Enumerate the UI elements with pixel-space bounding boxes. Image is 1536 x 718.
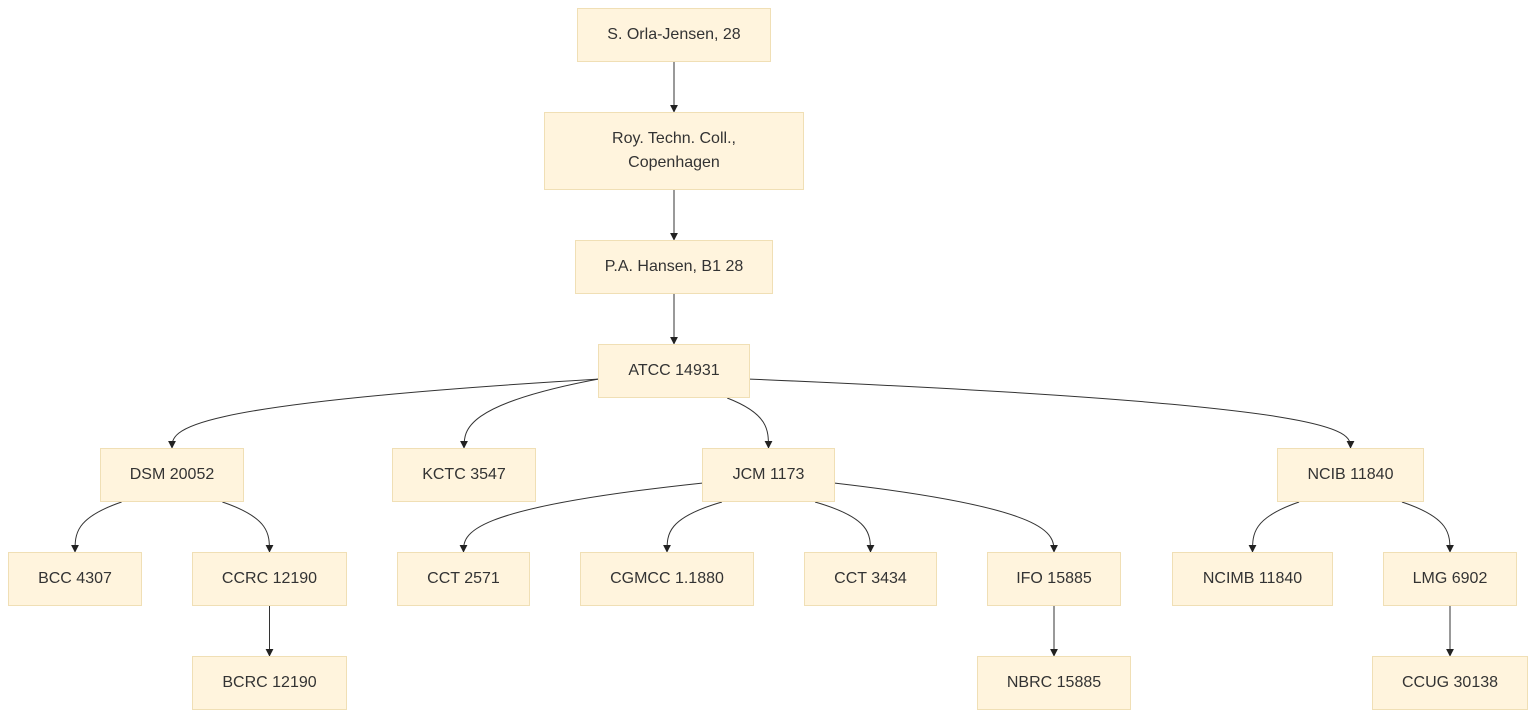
edge-jcm-to-ifo — [834, 482, 1058, 553]
edge-atcc-to-ncib — [749, 378, 1355, 449]
node-label: JCM 1173 — [732, 466, 805, 483]
node-label-line2: Copenhagen — [628, 154, 720, 171]
node-dsm: DSM 20052 — [100, 448, 244, 502]
node-label: BCRC 12190 — [222, 674, 317, 691]
node-ncib: NCIB 11840 — [1277, 448, 1424, 502]
node-ifo: IFO 15885 — [987, 552, 1121, 606]
node-label: NCIMB 11840 — [1202, 570, 1303, 587]
node-label: CCRC 12190 — [221, 570, 318, 587]
node-nbrc: NBRC 15885 — [977, 656, 1131, 710]
edge-jcm-to-cgmcc — [663, 501, 723, 553]
node-orla-jensen: S. Orla-Jensen, 28 — [577, 8, 771, 62]
node-label: LMG 6902 — [1412, 570, 1488, 587]
node-atcc: ATCC 14931 — [598, 344, 750, 398]
node-label: ATCC 14931 — [628, 362, 720, 379]
node-label: BCC 4307 — [38, 570, 112, 587]
edge-dsm-to-ccrc — [222, 501, 274, 553]
edge-atcc-to-dsm — [168, 378, 599, 449]
edge-dsm-to-bcc — [71, 501, 122, 553]
node-lmg: LMG 6902 — [1383, 552, 1517, 606]
node-label: CCT 3434 — [834, 570, 907, 587]
edge-jcm-to-cct3434 — [814, 501, 875, 553]
node-ncimb: NCIMB 11840 — [1172, 552, 1333, 606]
node-jcm: JCM 1173 — [702, 448, 835, 502]
node-label: P.A. Hansen, B1 28 — [604, 258, 744, 275]
node-label: CCUG 30138 — [1401, 674, 1499, 691]
edge-ncib-to-lmg — [1401, 501, 1454, 553]
node-bcrc: BCRC 12190 — [192, 656, 347, 710]
node-label: DSM 20052 — [129, 466, 215, 483]
edge-jcm-to-cct2571 — [459, 482, 703, 553]
node-ccrc: CCRC 12190 — [192, 552, 347, 606]
node-label: CGMCC 1.1880 — [610, 570, 724, 587]
edge-atcc-to-jcm — [727, 397, 773, 449]
node-ccug: CCUG 30138 — [1372, 656, 1528, 710]
edge-atcc-to-kctc — [460, 378, 599, 449]
node-label: IFO 15885 — [1016, 570, 1092, 587]
node-cgmcc: CGMCC 1.1880 — [580, 552, 754, 606]
node-roy-techn-coll: Roy. Techn. Coll., Copenhagen — [544, 112, 804, 190]
node-label: CCT 2571 — [427, 570, 500, 587]
node-bcc: BCC 4307 — [8, 552, 142, 606]
edge-ncib-to-ncimb — [1248, 501, 1300, 553]
node-label: KCTC 3547 — [422, 466, 506, 483]
node-label: NBRC 15885 — [1006, 674, 1102, 691]
node-cct-2571: CCT 2571 — [397, 552, 530, 606]
node-label: NCIB 11840 — [1307, 466, 1394, 483]
node-pa-hansen: P.A. Hansen, B1 28 — [575, 240, 773, 294]
node-cct-3434: CCT 3434 — [804, 552, 937, 606]
node-label-line1: Roy. Techn. Coll., — [612, 130, 736, 147]
node-label: S. Orla-Jensen, 28 — [607, 26, 741, 43]
node-kctc: KCTC 3547 — [392, 448, 536, 502]
